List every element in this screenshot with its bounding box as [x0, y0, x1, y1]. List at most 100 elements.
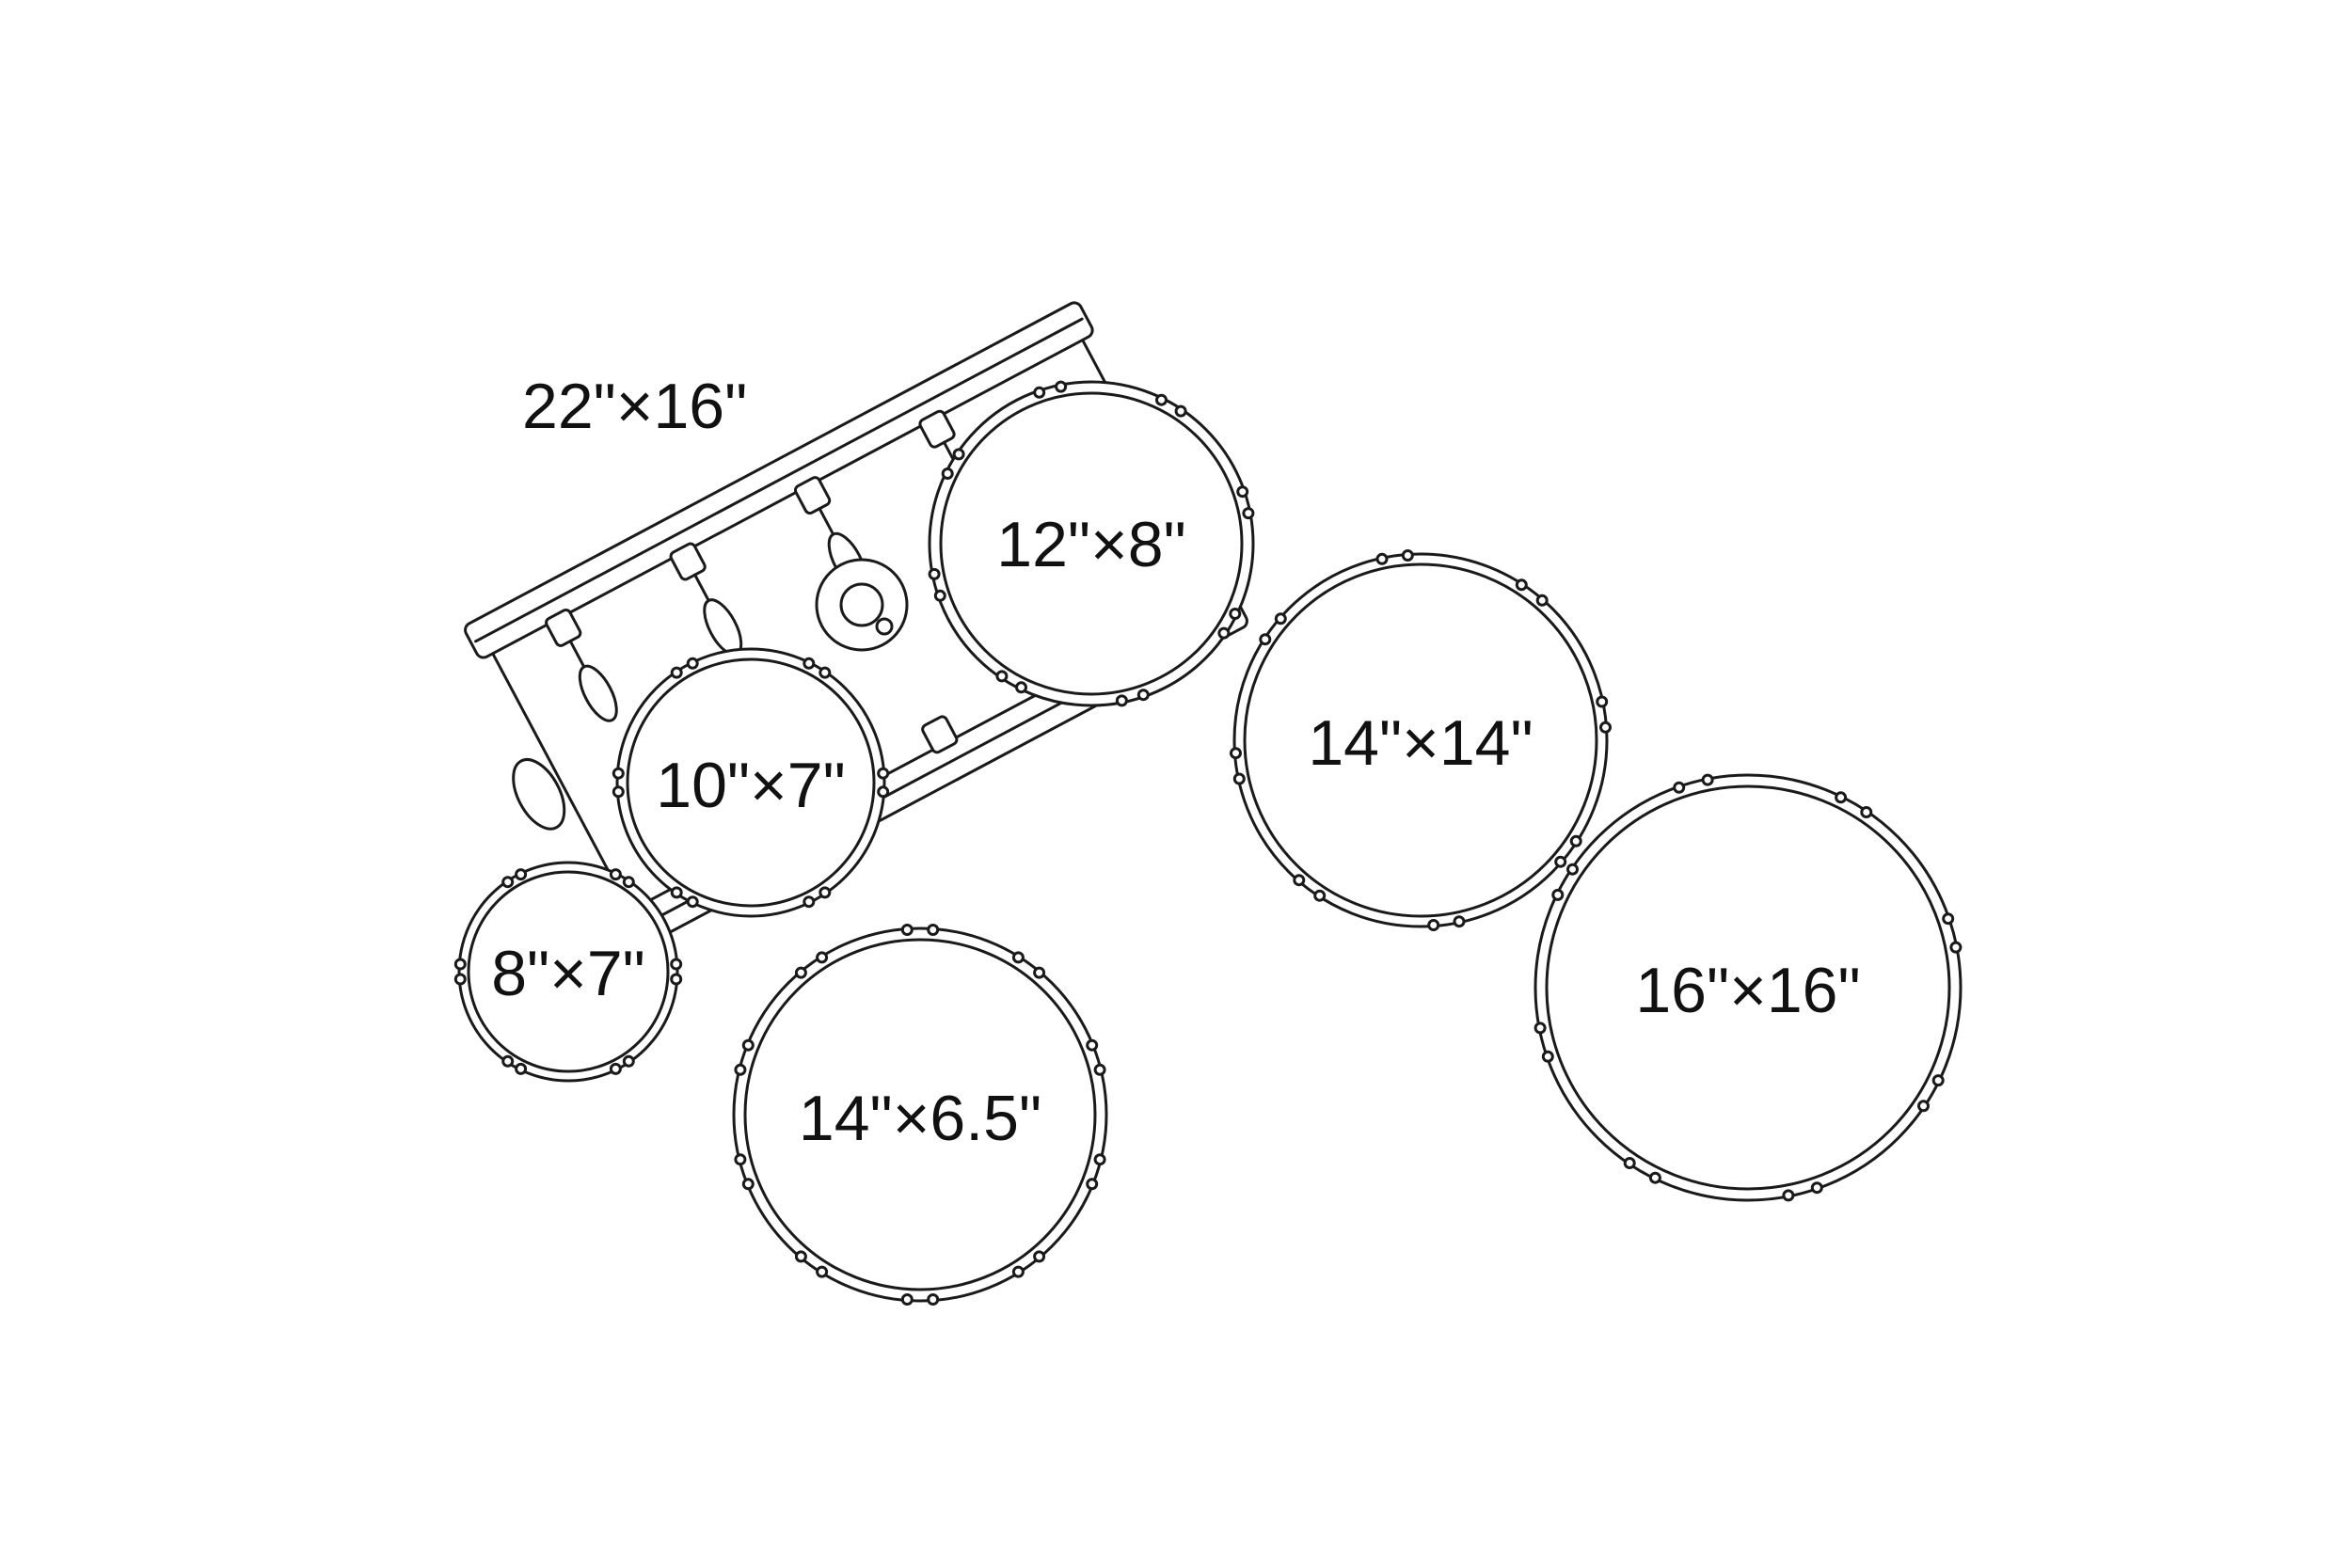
lug-bolt [794, 1250, 807, 1263]
lug-bolt [670, 973, 683, 986]
lug-bolt [453, 973, 467, 986]
lug-bolt [734, 1063, 747, 1076]
lug-bolt [1917, 1100, 1930, 1113]
lug-bolt [1011, 1265, 1025, 1278]
lug-bolt [1155, 393, 1168, 406]
lug-bolt [1648, 1171, 1661, 1184]
lug-bolt [1810, 1181, 1823, 1195]
lug-bolt [609, 868, 622, 881]
lug-bolt [1232, 772, 1246, 785]
lug-bolt [734, 1153, 747, 1166]
lug-bolt [670, 886, 683, 899]
lug-bolt [1375, 552, 1389, 565]
floor-tom-16: 16"×16" [1534, 773, 1963, 1202]
lug-bolt [803, 895, 816, 909]
lug-bolt [1599, 721, 1612, 734]
tension-lugs [734, 924, 1106, 1306]
lug-bolt [686, 657, 699, 670]
lug-bolt [1236, 485, 1249, 499]
lug-bolt [803, 657, 816, 670]
lug-bolt [686, 895, 699, 909]
lug-bolt [1033, 1250, 1046, 1263]
lug-bolt [609, 1062, 622, 1075]
rack-tom-12: 12"×8" [928, 380, 1255, 707]
lug-bolt [1093, 1063, 1106, 1076]
tension-lugs [453, 868, 683, 1075]
lug-bolt [741, 1038, 755, 1052]
lug-bolt [1015, 681, 1027, 694]
lug-bolt [1274, 612, 1287, 626]
lug-bolt [622, 876, 635, 889]
tension-lugs [612, 657, 890, 909]
floor-tom-14-label: 14"×14" [1308, 707, 1533, 779]
rack-tom-8-label: 8"×7" [491, 938, 645, 1009]
lug-bolt [1427, 919, 1440, 931]
lug-bolt [670, 958, 683, 971]
lug-bolt [1701, 773, 1714, 786]
lug-bolt [818, 666, 832, 679]
lug-bolt [877, 767, 890, 780]
lug-bolt [952, 448, 965, 461]
tension-lugs [928, 380, 1255, 707]
lug-bolt [933, 589, 946, 602]
lug-bolt [453, 958, 467, 971]
lug-bolt [1242, 507, 1255, 520]
floor-tom-16-label: 16"×16" [1635, 955, 1860, 1026]
lug-bolt [1569, 834, 1582, 847]
lug-bolt [1860, 806, 1873, 818]
lug-bolt [1535, 594, 1549, 607]
rack-tom-10: 10"×7" [612, 647, 890, 918]
lug-bolt [1115, 694, 1128, 707]
lug-bolt [1401, 549, 1414, 562]
lug-bolt [1230, 747, 1242, 760]
lug-bolt [928, 567, 941, 580]
lug-bolt [1835, 791, 1848, 804]
lug-bolt [515, 1062, 528, 1075]
snare-drum: 14"×6.5" [732, 924, 1108, 1306]
bass-drum-label: 22"×16" [522, 371, 747, 442]
lug-bolt [927, 1293, 940, 1306]
lug-bolt [1136, 689, 1150, 702]
lug-bolt [515, 868, 528, 881]
lug-bolt [1229, 608, 1242, 620]
lug-bolt [927, 924, 940, 936]
lug-bolt [1623, 1157, 1636, 1169]
lug-bolt [1086, 1178, 1099, 1191]
lug-bolt [1086, 1038, 1099, 1052]
lug-bolt [1942, 912, 1955, 926]
tension-lugs [1534, 773, 1963, 1202]
lug-bolt [816, 951, 829, 964]
lug-bolt [1534, 1022, 1547, 1035]
lug-bolt [1093, 1153, 1106, 1166]
lug-bolt [622, 1054, 635, 1068]
rack-tom-12-label: 12"×8" [996, 509, 1185, 580]
snare-drum-label: 14"×6.5" [799, 1083, 1041, 1154]
lug-bolt [1541, 1050, 1554, 1063]
lug-bolt [1055, 380, 1068, 393]
lug-bolt [1554, 855, 1567, 868]
lug-bolt [1566, 863, 1579, 876]
tom-mount [815, 558, 909, 652]
floor-tom-14: 14"×14" [1230, 549, 1612, 931]
lug-bolt [1011, 951, 1025, 964]
tension-lugs [1230, 549, 1612, 931]
lug-bolt [741, 1178, 755, 1191]
lug-bolt [794, 966, 807, 979]
lug-bolt [900, 1293, 914, 1306]
lug-bolt [1293, 874, 1306, 887]
lug-bolt [670, 666, 683, 679]
rack-tom-10-label: 10"×7" [656, 750, 845, 821]
lug-bolt [501, 876, 515, 889]
lug-bolt [1673, 781, 1686, 794]
lug-bolt [1174, 404, 1187, 418]
rack-tom-8: 8"×7" [453, 861, 683, 1083]
lug-bolt [818, 886, 832, 899]
lug-bolt [1259, 633, 1272, 646]
lug-bolt [941, 467, 954, 480]
lug-bolt [877, 785, 890, 799]
lug-bolt [1033, 966, 1046, 979]
lug-bolt [612, 767, 625, 780]
lug-bolt [816, 1265, 829, 1278]
lug-bolt [1515, 578, 1528, 592]
